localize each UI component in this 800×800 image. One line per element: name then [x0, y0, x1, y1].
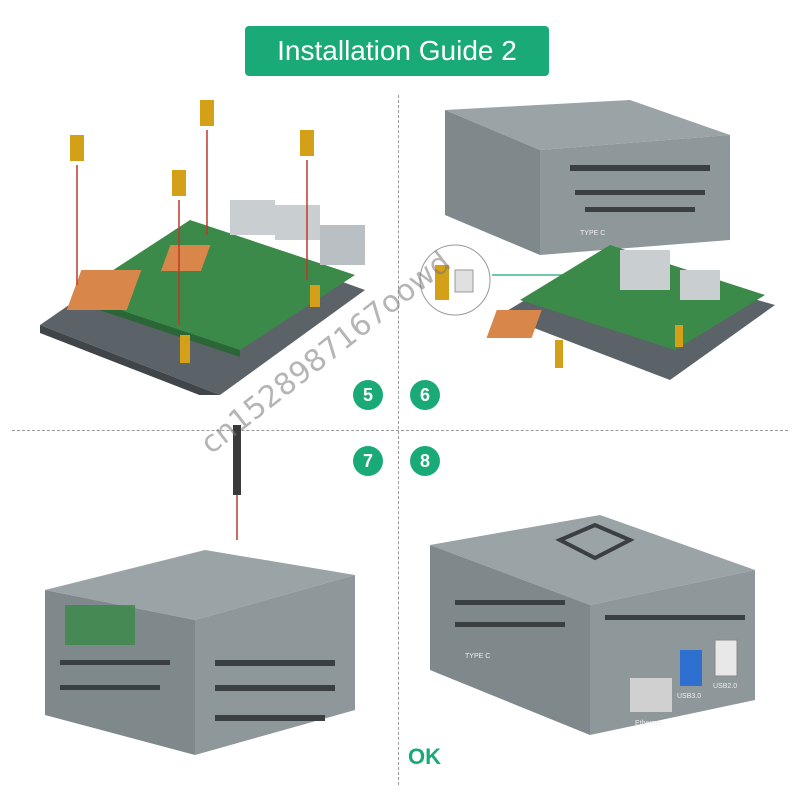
- step-8-illustration: TYPE C Ethernet USB3.0 USB2.0: [430, 515, 755, 735]
- step-7-illustration: [45, 425, 355, 755]
- step-number-6: 6: [410, 380, 440, 410]
- page-title: Installation Guide 2: [245, 26, 549, 76]
- ethernet-label: Ethernet: [635, 720, 662, 727]
- usb2-label: USB2.0: [713, 683, 737, 690]
- step-number-7: 7: [353, 446, 383, 476]
- usb3-label: USB3.0: [677, 693, 701, 700]
- case-type-c-label: TYPE C: [465, 653, 490, 660]
- step-number-8: 8: [410, 446, 440, 476]
- horizontal-divider: [12, 430, 788, 431]
- step-number-5: 5: [353, 380, 383, 410]
- step-6-illustration: TYPE C: [419, 100, 775, 380]
- step-5-illustration: [40, 100, 365, 395]
- vertical-divider: [398, 95, 399, 785]
- ok-label: OK: [408, 744, 441, 769]
- type-c-label: TYPE C: [580, 230, 605, 237]
